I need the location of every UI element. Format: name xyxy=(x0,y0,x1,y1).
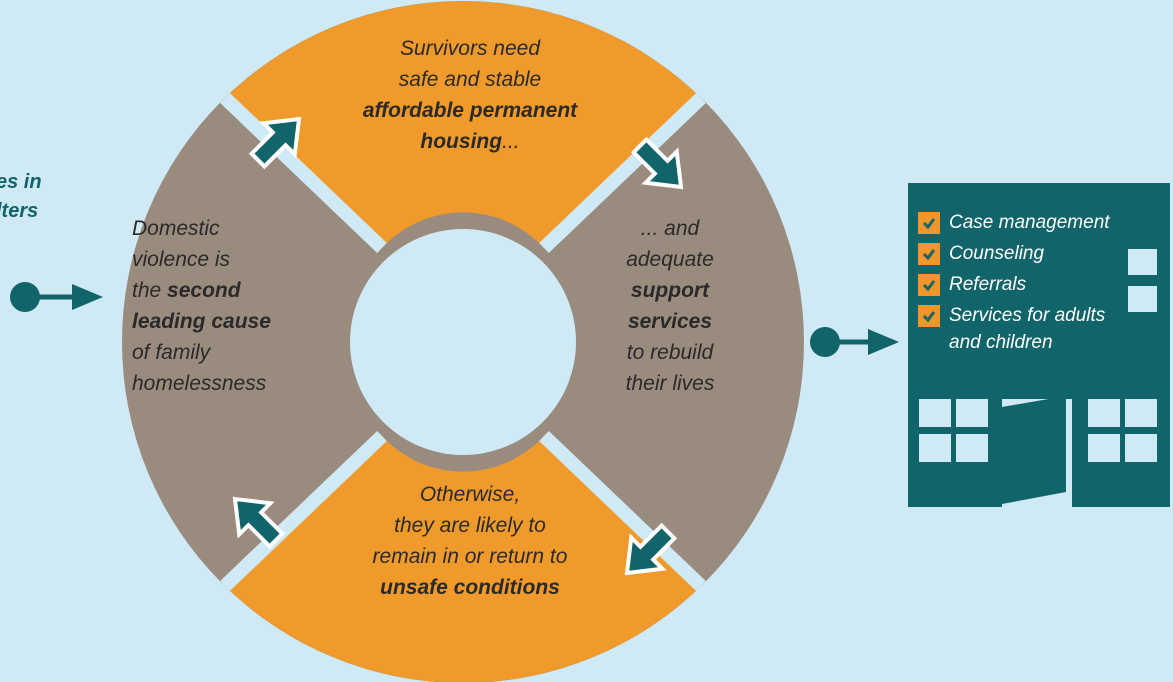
bottom-text-line-2: they are likely to xyxy=(394,514,546,537)
bottom-text-line-1: Otherwise, xyxy=(419,483,521,506)
segment-bottom-text: Otherwise, they are likely to remain in … xyxy=(320,479,620,603)
top-text-line-2: safe and stable xyxy=(398,68,542,91)
top-text-bold-housing: housing xyxy=(420,130,503,153)
checklist-label: Case management xyxy=(949,212,1110,233)
top-text-line-1: Survivors need xyxy=(399,37,541,60)
checklist-label-line-1: Services for adults xyxy=(949,305,1106,326)
ring-inner-hole xyxy=(350,229,576,455)
checkbox-checked-icon xyxy=(918,305,940,327)
bottom-text-line-3: remain in or return to xyxy=(372,545,568,568)
checkbox-checked-icon xyxy=(918,212,940,234)
segment-top-text: Survivors need safe and stable affordabl… xyxy=(320,33,620,157)
right-text-line-4: their lives xyxy=(625,372,715,395)
left-text-bold-second: second xyxy=(167,279,241,302)
checklist-label: Referrals xyxy=(949,274,1027,295)
left-text-bold-leading-cause: leading cause xyxy=(132,310,271,333)
segment-top-orange xyxy=(225,1,701,249)
segment-right-text: ... and adequate support services to reb… xyxy=(600,213,740,399)
checklist-item: Case management xyxy=(918,209,1170,236)
building-checklist: Case management Counseling Referrals Ser… xyxy=(918,209,1170,360)
checklist-item: Counseling xyxy=(918,240,1170,267)
left-text-line-2: violence is xyxy=(132,248,231,271)
segment-bottom-orange xyxy=(225,436,701,682)
checkbox-checked-icon xyxy=(918,243,940,265)
bottom-text-bold: unsafe conditions xyxy=(380,576,560,599)
checklist-label-line-2: and children xyxy=(949,332,1053,353)
connector-arrow-icon xyxy=(10,282,103,312)
right-text-line-3: to rebuild xyxy=(626,341,714,364)
top-text-ellipsis: ... xyxy=(502,130,520,153)
left-partial-line-1: es in xyxy=(0,171,42,193)
connector-arrow-icon xyxy=(810,327,899,357)
right-text-line-2: adequate xyxy=(626,248,714,271)
checklist-item: Referrals xyxy=(918,271,1170,298)
right-text-line-1: ... and xyxy=(640,217,700,240)
left-partial-line-2: lters xyxy=(0,200,39,222)
building-icon xyxy=(908,183,1170,507)
checklist-item: Services for adults and children xyxy=(918,302,1170,356)
right-text-bold-services: services xyxy=(627,310,713,333)
checklist-label: Counseling xyxy=(949,243,1045,264)
right-text-bold-support: support xyxy=(630,279,710,302)
segment-left-text: Domestic violence is the second leading … xyxy=(120,213,322,399)
left-text-line-1: Domestic xyxy=(132,217,220,240)
left-text-prefix: the xyxy=(132,279,168,302)
left-text-line-4: of family xyxy=(132,341,211,364)
top-text-bold-line: affordable permanent xyxy=(362,99,578,122)
checkbox-checked-icon xyxy=(918,274,940,296)
segment-separators xyxy=(220,92,706,592)
left-partial-text: es in lters xyxy=(0,168,76,226)
left-text-line-5: homelessness xyxy=(132,372,267,395)
